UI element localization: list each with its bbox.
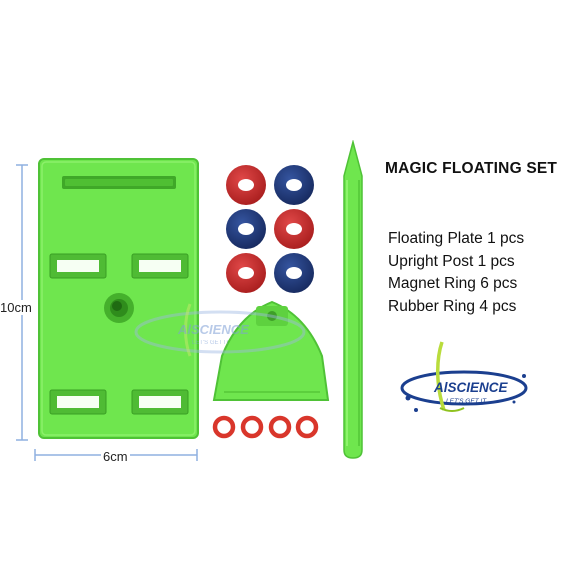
logo-tagline: LET'S GET IT: [446, 398, 487, 405]
brand-logo: AlSCIENCE LET'S GET IT: [396, 338, 536, 418]
parts-list-item: Magnet Ring 6 pcs: [388, 275, 518, 292]
upright-post: [343, 140, 363, 459]
logo-brand-prefix: Al: [434, 380, 448, 395]
parts-list-item: Floating Plate 1 pcs: [388, 230, 525, 247]
floating-plate: [38, 158, 199, 439]
rubber-rings: [212, 415, 319, 439]
width-label: 6cm: [101, 449, 130, 464]
watermark-swoosh-icon: [134, 303, 306, 357]
rubber-ring: [295, 415, 319, 439]
rubber-ring: [212, 415, 236, 439]
watermark-brand-prefix: Al: [178, 322, 191, 337]
watermark-tagline: LET'S GET IT: [192, 340, 230, 346]
parts-list: Floating Plate 1 pcs Upright Post 1 pcs …: [388, 228, 524, 318]
product-title: MAGIC FLOATING SET: [385, 160, 558, 177]
parts-list-item: Upright Post 1 pcs: [388, 252, 515, 270]
magnet-rings: [226, 165, 314, 293]
logo-swoosh-icon: [400, 341, 528, 412]
rubber-ring: [240, 415, 264, 439]
pusher-tool: [212, 300, 330, 401]
parts-list-item: Rubber Ring 4 pcs: [388, 297, 517, 315]
watermark-brand-name: SCIENCE: [191, 322, 249, 337]
height-label: 10cm: [0, 300, 32, 315]
rubber-ring: [268, 415, 292, 439]
watermark-logo: AlSCIENCE LET'S GET IT: [130, 300, 310, 360]
logo-brand-name: SCIENCE: [447, 380, 508, 395]
